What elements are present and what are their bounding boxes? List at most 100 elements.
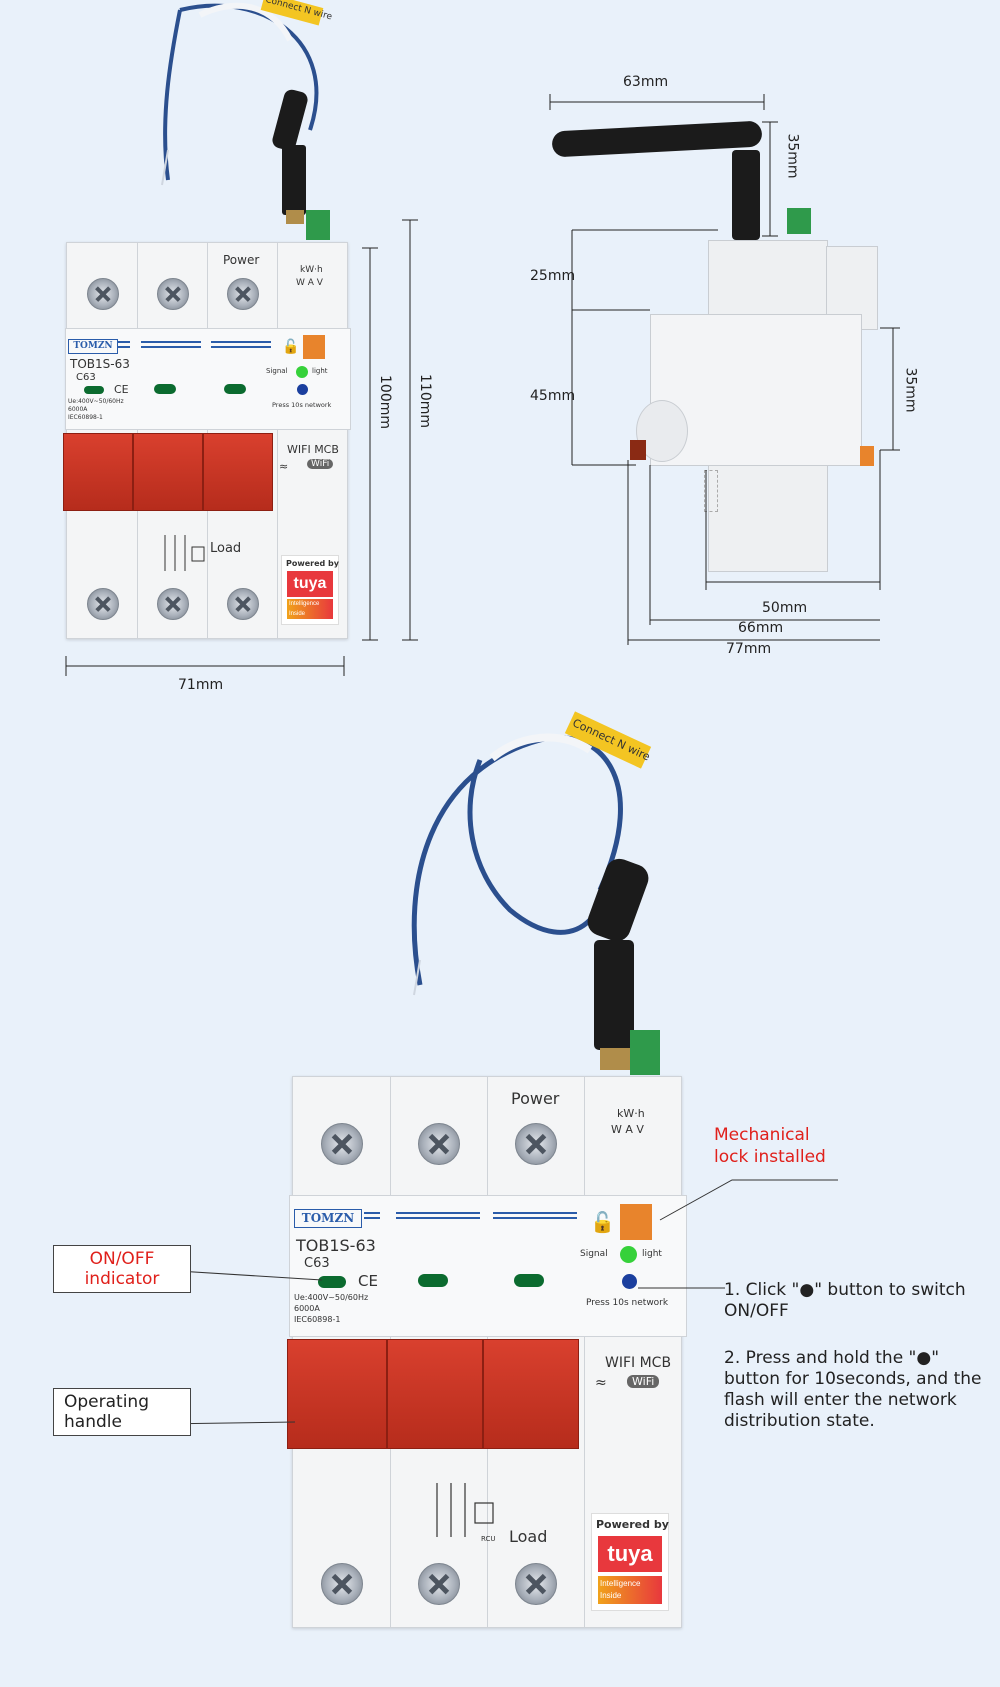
tuya-badge: Powered by tuya Intelligence Inside [281,555,339,625]
spec-3: IEC60898-1 [294,1315,341,1324]
light-label: light [312,367,328,375]
front-dimension-lines [65,219,418,676]
power-label: Power [223,253,260,267]
callout-handle-line1: Operating [64,1392,149,1412]
powered-by: Powered by [596,1518,669,1531]
dim-63: 63mm [623,74,669,90]
callout-lock: Mechanical lock installed [714,1124,826,1168]
light-label: light [642,1249,662,1259]
terminal-screw-icon [227,588,259,620]
network-button[interactable] [297,384,308,395]
front-panel: TOMZN TOB1S-63 C63 CE Ue:400V~50/60Hz 60… [289,1195,687,1337]
n-wire [161,2,319,186]
ce-mark: CE [114,383,129,396]
operating-handle[interactable] [203,433,273,511]
model-text: TOB1S-63 [296,1236,376,1255]
n-wire [411,733,623,996]
side-lock-nub [860,446,874,466]
dim-45: 45mm [530,388,576,404]
antenna-base [594,940,634,1050]
wifi-signal-icon: ≈ [279,460,289,473]
onoff-indicator [318,1276,346,1288]
dim-66: 66mm [738,620,784,636]
tuya-logo: tuya [287,571,333,597]
signal-light [296,366,308,378]
brand-logo: TOMZN [68,339,118,354]
instruction-2: 2. Press and hold the "●" button for 10s… [724,1348,982,1431]
signal-label: Signal [580,1249,608,1259]
dim-height-100: 100mm [377,375,393,429]
callout-lock-line1: Mechanical [714,1125,810,1145]
spec-2: 6000A [294,1304,320,1313]
operating-handle[interactable] [287,1339,387,1449]
wifi-badge: WiFi [627,1375,660,1388]
dim-77: 77mm [726,641,772,657]
spec-1: Ue:400V~50/60Hz [294,1293,369,1302]
pole-indicator [224,384,246,394]
antenna-base [282,145,306,215]
brand-logo: TOMZN [294,1209,362,1228]
pole-indicator [418,1274,448,1287]
terminal-screw-icon [157,278,189,310]
side-vent [704,470,718,512]
press-label: Press 10s network [272,401,332,409]
mechanical-lock[interactable] [303,335,325,359]
callout-onoff: ON/OFF indicator [53,1245,191,1293]
signal-light [620,1246,637,1263]
side-handle-nub [630,440,646,460]
wifi-mcb-label: WIFI MCB [287,443,339,456]
terminal-screw-icon [418,1123,460,1165]
meter-label: kW·h [617,1107,645,1120]
pole-indicator [154,384,176,394]
dim-width-71: 71mm [178,677,224,693]
tuya-badge: Powered by tuya Intelligence Inside [591,1513,669,1611]
network-button[interactable] [622,1274,637,1289]
dim-50: 50mm [762,600,808,616]
callout-onoff-line1: ON/OFF [89,1249,155,1269]
terminal-screw-icon [515,1563,557,1605]
terminal-block [787,208,811,234]
terminal-screw-icon [87,588,119,620]
breaker-body: Power kW·h W A V TOMZN TOB1S-63 C63 CE U… [63,242,351,639]
onoff-indicator [84,386,104,394]
front-panel: TOMZN TOB1S-63 C63 CE Ue:400V~50/60Hz 60… [65,328,351,430]
operating-handle[interactable] [133,433,203,511]
ce-mark: CE [358,1272,378,1290]
pole-indicator [514,1274,544,1287]
dim-35-right: 35mm [902,367,919,413]
circuit-diagram-icon [164,535,205,571]
meter-units: W A V [296,278,323,288]
tuya-sub: Intelligence Inside [598,1576,662,1604]
side-dimension-lines [549,94,900,645]
wifi-badge: WiFi [307,459,334,469]
model-text: TOB1S-63 [70,357,130,371]
meter-units: W A V [611,1123,644,1136]
terminal-screw-icon [227,278,259,310]
dim-height-110: 110mm [417,374,433,428]
terminal-screw-icon [321,1123,363,1165]
terminal-screw-icon [157,588,189,620]
terminal-screw-icon [515,1123,557,1165]
rating-text: C63 [304,1256,330,1271]
mechanical-lock[interactable] [620,1204,652,1240]
power-label: Power [511,1089,560,1108]
press-label: Press 10s network [586,1298,669,1308]
terminal-block [306,210,330,240]
terminal-screw-icon [87,278,119,310]
operating-handle[interactable] [63,433,133,511]
callout-handle-line2: handle [64,1412,122,1432]
antenna-base [732,150,760,240]
wifi-signal-icon: ≈ [595,1375,607,1391]
tuya-logo: tuya [598,1536,662,1572]
terminal-screw-icon [321,1563,363,1605]
dim-35-top: 35mm [784,133,801,179]
rcu-label: RCU [481,1535,496,1543]
antenna-nut [286,210,304,224]
operating-handle[interactable] [483,1339,579,1449]
load-label: Load [509,1527,548,1546]
load-label: Load [210,541,242,556]
operating-handle[interactable] [387,1339,483,1449]
spec-1: Ue:400V~50/60Hz [68,398,124,405]
spec-2: 6000A [68,406,88,413]
lock-icon: 🔓 [282,339,300,355]
